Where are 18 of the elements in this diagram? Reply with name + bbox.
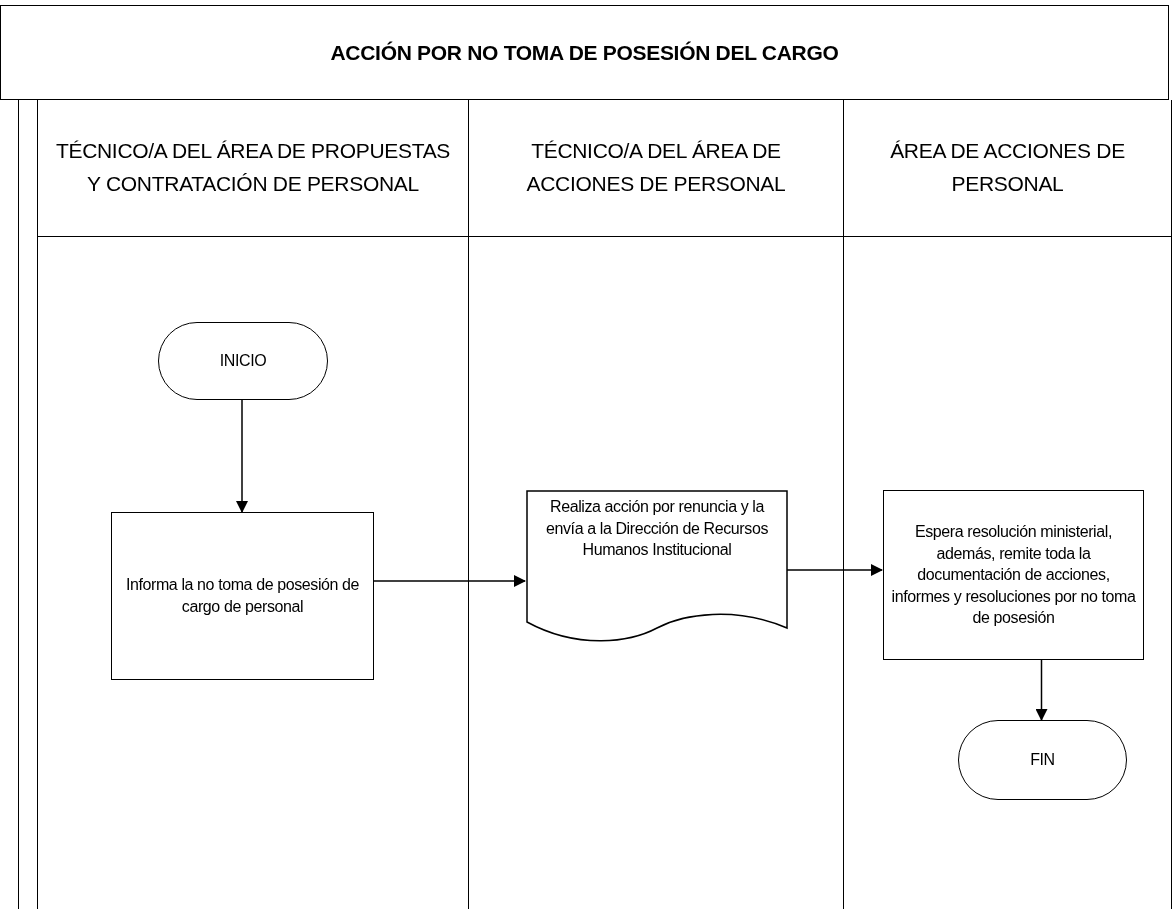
lane-header: ÁREA DE ACCIONES DE PERSONAL <box>889 138 1126 197</box>
node-text: Realiza acción por renuncia y la envía a la Dirección de Recursos Humanos Institucional <box>545 497 769 561</box>
arrow <box>786 564 883 576</box>
node-text: Espera resolución ministerial, además, remite toda la documentación de acciones, informes y resoluciones por no toma de posesión <box>890 522 1137 629</box>
swimlane <box>37 100 468 909</box>
diagram-title: ACCIÓN POR NO TOMA DE POSESIÓN DEL CARGO <box>330 40 839 65</box>
lane-header: TÉCNICO/A DEL ÁREA DE PROPUESTAS Y CONTRATACIÓN DE PERSONAL <box>54 138 452 197</box>
arrow <box>1035 659 1048 721</box>
swimlane <box>468 100 843 909</box>
lane-header: TÉCNICO/A DEL ÁREA DE ACCIONES DE PERSONAL <box>525 138 787 197</box>
arrow <box>236 399 248 513</box>
node-text: FIN <box>1030 750 1055 771</box>
node-text: INICIO <box>219 351 267 372</box>
swimlane <box>843 100 1172 909</box>
process-box <box>883 490 1144 660</box>
process-box <box>111 512 374 680</box>
arrow <box>372 575 526 587</box>
node-text: Informa la no toma de posesión de cargo de personal <box>124 575 361 617</box>
